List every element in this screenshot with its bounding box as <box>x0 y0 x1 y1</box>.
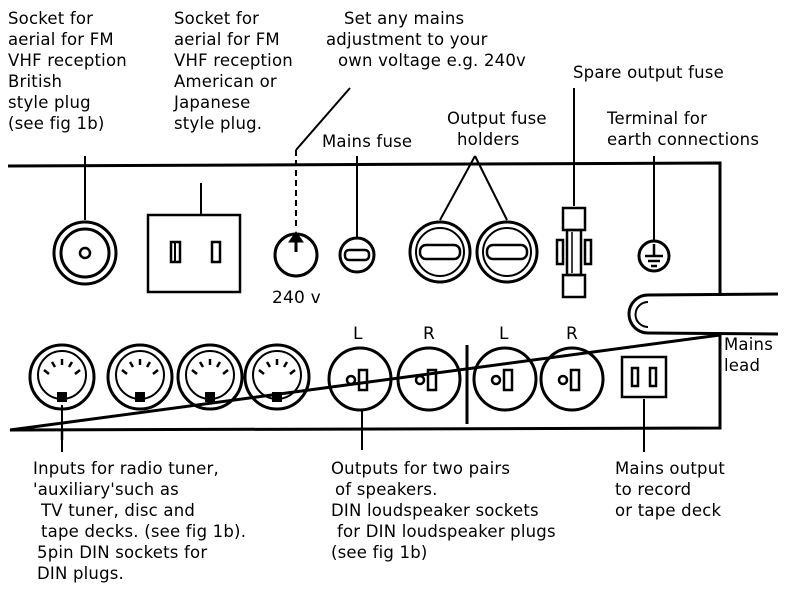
callout-line: Output fuse <box>447 109 547 128</box>
callout-line: Terminal for <box>607 109 708 128</box>
fm-british-socket <box>52 220 118 286</box>
callout-line: lead <box>724 356 761 375</box>
din-input-socket-2 <box>106 343 174 411</box>
callout-line: own voltage e.g. 240v <box>338 51 527 70</box>
callout-line: Mains <box>724 335 773 354</box>
callout-line: aerial for FM <box>174 30 280 49</box>
callout-line: 5pin DIN sockets for <box>37 543 208 562</box>
callout-inputs: Inputs for radio tuner, 'auxiliary'such … <box>33 458 246 584</box>
callout-line: Socket for <box>174 9 260 28</box>
callout-line: adjustment to your <box>326 30 488 49</box>
callout-line: Mains output <box>615 459 726 478</box>
callout-line: for DIN loudspeaker plugs <box>337 522 556 541</box>
callout-line: DIN loudspeaker sockets <box>331 501 539 520</box>
leader-output-fuse-1 <box>439 155 476 221</box>
mains-fuse-holder <box>338 236 376 274</box>
callout-output-fuse-holders: Output fuse holders <box>447 108 547 150</box>
callout-line: TV tuner, disc and <box>41 501 196 520</box>
speaker-socket-1 <box>327 346 393 412</box>
leader-voltage <box>295 87 351 151</box>
earth-terminal <box>637 239 671 273</box>
callout-line: Japanese <box>174 93 251 112</box>
speaker-label-r2: R <box>566 324 579 344</box>
din-input-socket-1 <box>28 343 96 411</box>
callout-line: Set any mains <box>344 9 465 28</box>
callout-line: aerial for FM <box>8 30 114 49</box>
callout-line: VHF reception <box>174 51 293 70</box>
panel-outline <box>7 161 722 296</box>
callout-mains-fuse: Mains fuse <box>322 131 412 152</box>
speaker-socket-2 <box>396 346 462 412</box>
callout-line: VHF reception <box>8 51 127 70</box>
callout-line: holders <box>457 130 520 149</box>
callout-voltage: Set any mains adjustment to your own vol… <box>326 8 526 71</box>
speaker-label-l1: L <box>353 324 363 344</box>
callout-line: of speakers. <box>335 480 438 499</box>
callout-fm-american: Socket for aerial for FM VHF reception A… <box>174 8 293 134</box>
callout-outputs: Outputs for two pairs of speakers. DIN l… <box>331 458 556 563</box>
callout-line: 'auxiliary'such as <box>33 480 179 499</box>
callout-mains-lead: Mains lead <box>724 334 773 376</box>
output-fuse-holder-2 <box>475 220 539 284</box>
callout-line: (see fig 1b) <box>8 114 105 133</box>
callout-line: American or <box>174 72 277 91</box>
callout-line: to record <box>615 480 692 499</box>
speaker-socket-3 <box>472 346 538 412</box>
mains-output-socket <box>620 355 668 399</box>
output-fuse-holder-1 <box>408 220 472 284</box>
callout-line: tape decks. (see fig 1b). <box>41 522 247 541</box>
callout-fm-british: Socket for aerial for FM VHF reception B… <box>8 8 127 134</box>
callout-line: Mains fuse <box>322 132 413 151</box>
callout-mains-output: Mains output to record or tape deck <box>615 458 725 521</box>
callout-line: DIN plugs. <box>37 564 124 583</box>
callout-line: Outputs for two pairs <box>331 459 511 478</box>
callout-earth-terminal: Terminal for earth connections <box>607 108 759 150</box>
fm-american-socket <box>146 213 242 294</box>
din-input-socket-4 <box>243 343 311 411</box>
callout-line: earth connections <box>607 130 760 149</box>
callout-line: style plug. <box>174 114 263 133</box>
callout-line: (see fig 1b) <box>331 543 428 562</box>
callout-spare-fuse: Spare output fuse <box>573 62 724 83</box>
speaker-socket-4 <box>539 346 605 412</box>
din-input-socket-3 <box>176 343 244 411</box>
panel-outline-lower <box>9 333 722 432</box>
voltage-selector <box>273 231 319 278</box>
spare-output-fuse <box>555 206 593 299</box>
callout-line: Spare output fuse <box>573 63 724 82</box>
speaker-label-r1: R <box>423 324 436 344</box>
speaker-label-l2: L <box>499 324 509 344</box>
leader-output-fuse-2 <box>474 155 508 221</box>
callout-line: Socket for <box>8 9 94 28</box>
callout-line: style plug <box>8 93 91 112</box>
callout-line: or tape deck <box>615 501 722 520</box>
callout-line: Inputs for radio tuner, <box>33 459 219 478</box>
callout-line: British <box>8 72 63 91</box>
voltage-setting-label: 240 v <box>272 288 321 308</box>
mains-lead-cable <box>627 292 779 336</box>
